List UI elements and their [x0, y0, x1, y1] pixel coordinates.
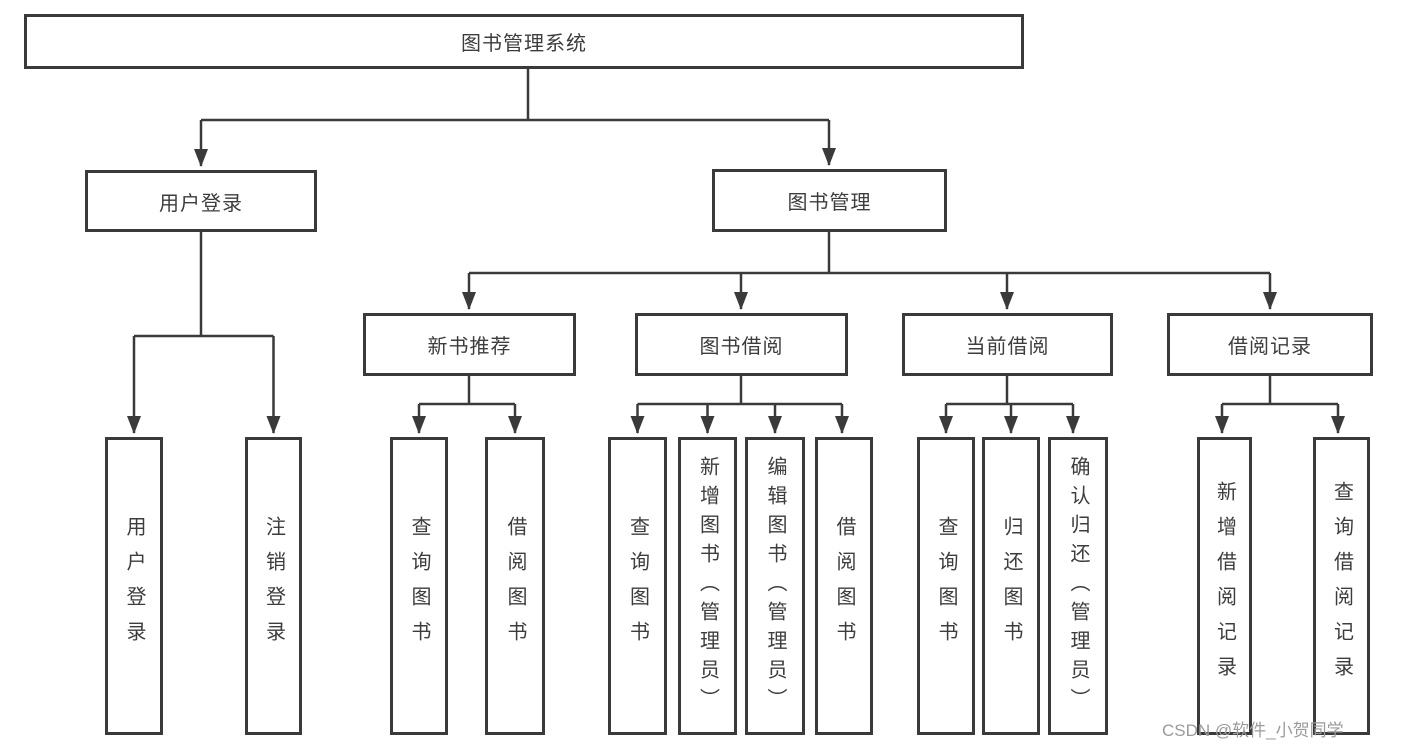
leaf-query-borrow-record-label: 查询借阅记录	[1330, 481, 1353, 691]
leaf-query-borrow-record: 查询借阅记录	[1313, 437, 1370, 735]
leaf-query-books-current: 查询图书	[917, 437, 975, 735]
node-user-login-label: 用户登录	[159, 192, 243, 215]
leaf-query-books-recommend: 查询图书	[390, 437, 448, 735]
node-borrow-records: 借阅记录	[1167, 313, 1373, 376]
leaf-logout-label: 注销登录	[262, 516, 285, 656]
node-borrow-records-label: 借阅记录	[1228, 336, 1312, 358]
leaf-query-books-borrow-label: 查询图书	[626, 516, 649, 656]
leaf-add-borrow-record-label: 新增借阅记录	[1213, 481, 1236, 691]
node-book-management-label: 图书管理	[787, 192, 872, 214]
leaf-confirm-return-admin-label: 确认归还（管理员）	[1067, 455, 1089, 717]
leaf-return-book-label: 归还图书	[1000, 516, 1022, 656]
node-user-login: 用户登录	[85, 170, 317, 232]
leaf-query-books-recommend-label: 查询图书	[408, 516, 430, 656]
leaf-add-borrow-record: 新增借阅记录	[1197, 437, 1252, 735]
leaf-user-login: 用户登录	[105, 437, 163, 735]
node-current-borrow: 当前借阅	[902, 313, 1113, 376]
node-root-label: 图书管理系统	[461, 33, 587, 55]
node-new-book-recommend-label: 新书推荐	[427, 336, 512, 358]
leaf-query-books-current-label: 查询图书	[935, 516, 957, 656]
leaf-edit-book-admin: 编辑图书（管理员）	[745, 437, 805, 735]
leaf-add-book-admin-label: 新增图书（管理员）	[696, 455, 719, 717]
node-new-book-recommend: 新书推荐	[363, 313, 576, 376]
node-book-management: 图书管理	[712, 169, 947, 232]
node-root-system: 图书管理系统	[24, 14, 1024, 69]
leaf-add-book-admin: 新增图书（管理员）	[678, 437, 737, 735]
leaf-logout: 注销登录	[245, 437, 302, 735]
leaf-borrow-books-recommend: 借阅图书	[485, 437, 545, 735]
leaf-user-login-label: 用户登录	[123, 516, 145, 656]
leaf-confirm-return-admin: 确认归还（管理员）	[1048, 437, 1108, 735]
node-book-borrow-label: 图书借阅	[699, 336, 784, 358]
leaf-return-book: 归还图书	[982, 437, 1040, 735]
leaf-query-books-borrow: 查询图书	[608, 437, 667, 735]
node-current-borrow-label: 当前借阅	[965, 336, 1050, 358]
node-book-borrow: 图书借阅	[635, 313, 848, 376]
leaf-edit-book-admin-label: 编辑图书（管理员）	[764, 455, 786, 717]
csdn-watermark: CSDN @软件_小贺同学	[1162, 721, 1344, 740]
leaf-borrow-books-borrow: 借阅图书	[815, 437, 873, 735]
leaf-borrow-books-borrow-label: 借阅图书	[833, 516, 855, 656]
leaf-borrow-books-recommend-label: 借阅图书	[504, 516, 526, 656]
